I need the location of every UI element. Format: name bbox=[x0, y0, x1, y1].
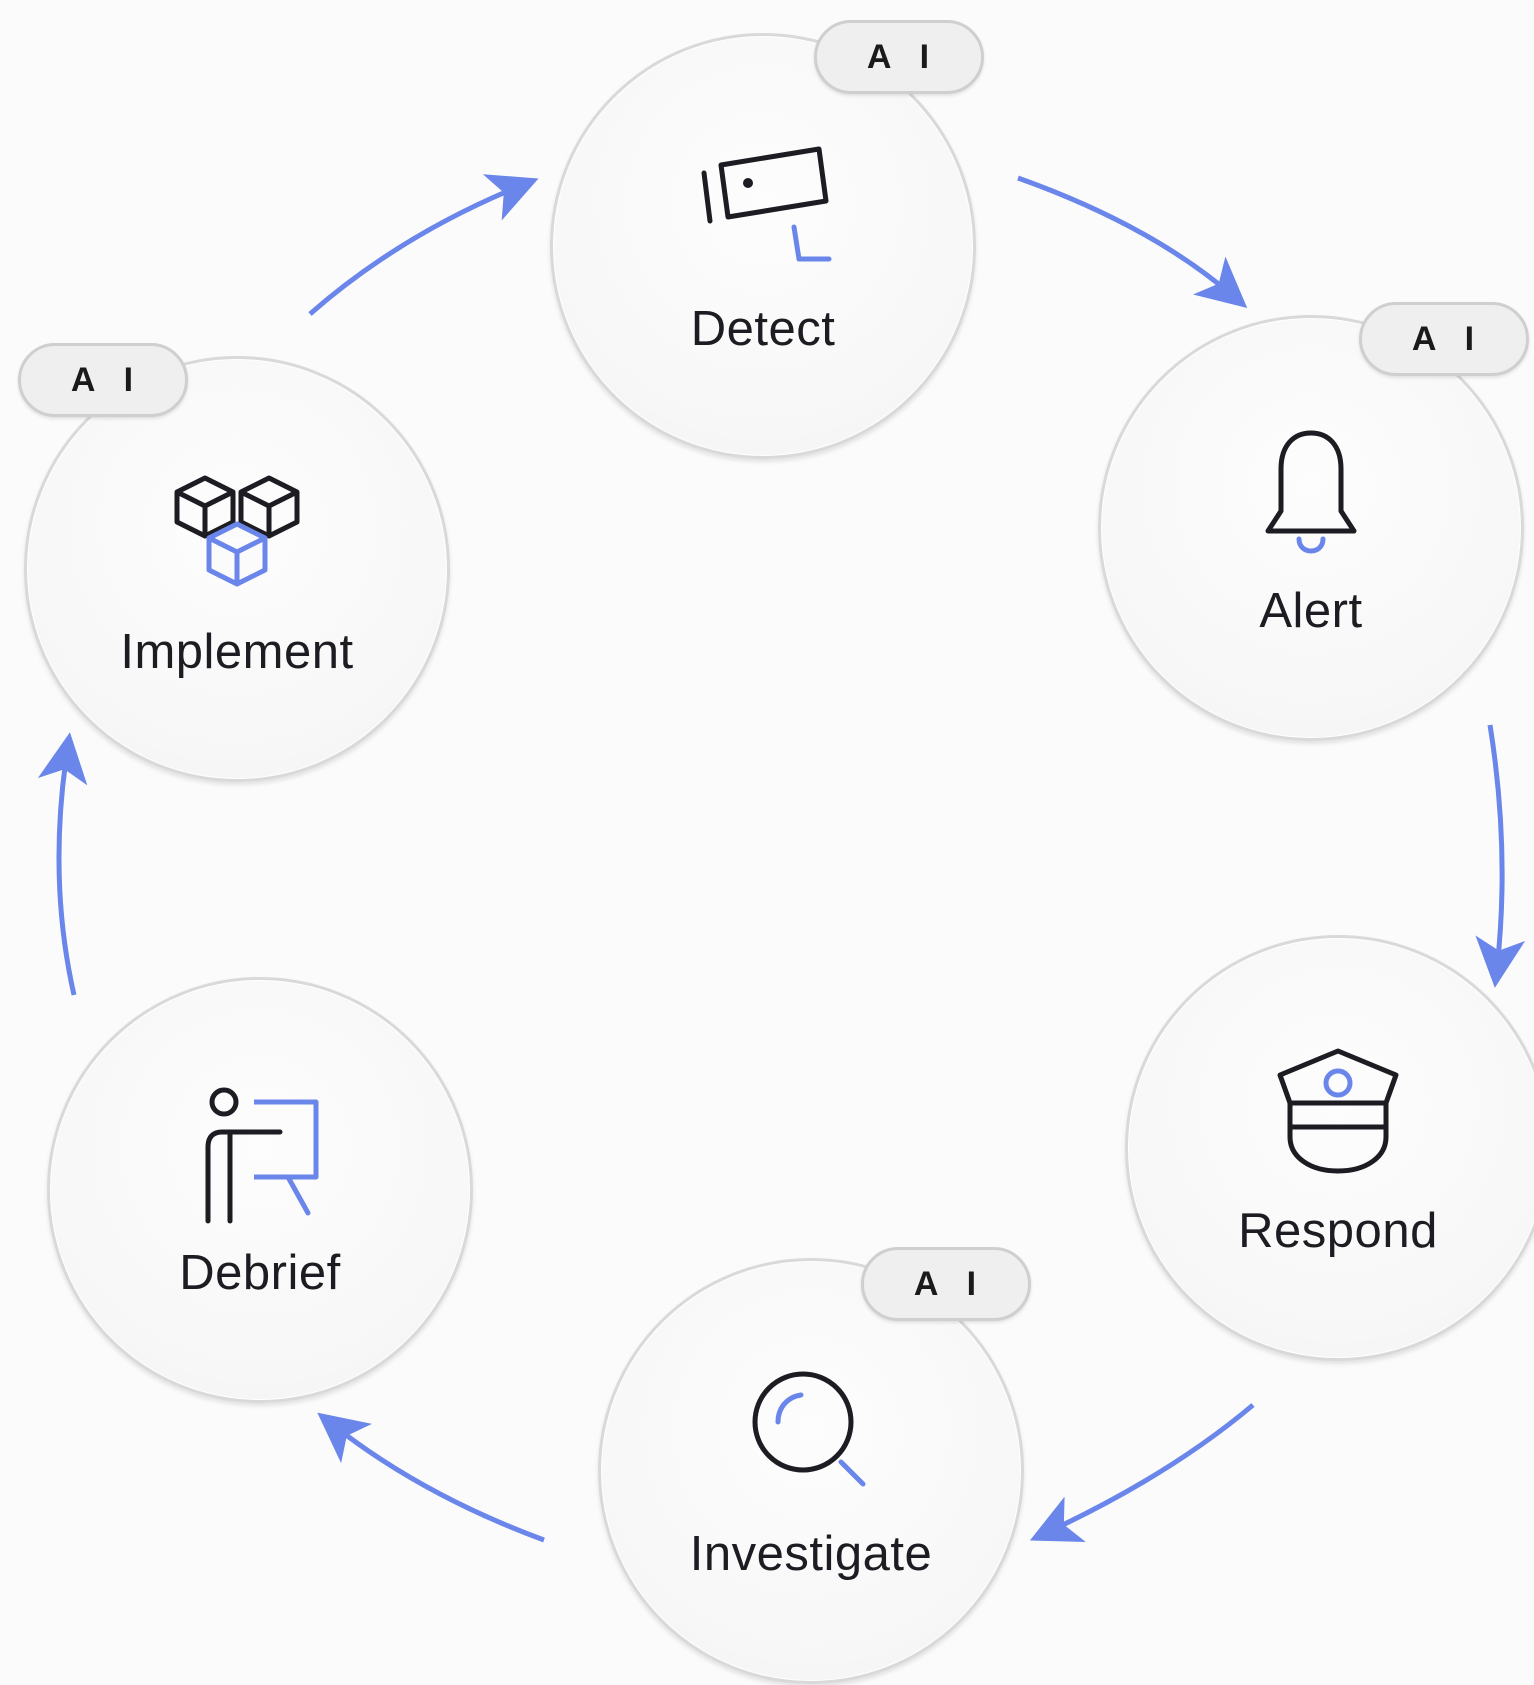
step-respond: Respond bbox=[1125, 935, 1534, 1361]
step-label: Detect bbox=[690, 302, 836, 356]
cubes-icon bbox=[157, 464, 317, 604]
arrow-investigate-to-debrief bbox=[317, 1412, 545, 1543]
presenter-icon bbox=[180, 1085, 340, 1225]
step-debrief: Debrief bbox=[47, 977, 473, 1403]
arrow-implement-to-detect bbox=[308, 174, 539, 316]
ai-badge: A I bbox=[861, 1247, 1031, 1321]
security-camera-icon bbox=[683, 141, 843, 281]
step-implement: Implement bbox=[24, 356, 450, 782]
ai-badge: A I bbox=[1359, 302, 1529, 376]
step-label: Debrief bbox=[179, 1246, 341, 1300]
step-alert: Alert bbox=[1098, 315, 1524, 741]
ai-badge: A I bbox=[814, 20, 984, 94]
step-label: Respond bbox=[1238, 1204, 1438, 1258]
officer-icon bbox=[1258, 1043, 1418, 1183]
arrow-alert-to-respond bbox=[1475, 724, 1526, 988]
ai-badge: A I bbox=[18, 343, 188, 417]
magnifier-icon bbox=[731, 1366, 891, 1506]
arrow-respond-to-investigate bbox=[1029, 1403, 1255, 1542]
step-label: Alert bbox=[1259, 584, 1363, 638]
step-label: Investigate bbox=[689, 1527, 933, 1581]
step-detect: Detect bbox=[550, 33, 976, 459]
arrow-detect-to-alert bbox=[1017, 175, 1248, 308]
arrow-debrief-to-implement bbox=[37, 732, 88, 996]
step-investigate: Investigate bbox=[598, 1258, 1024, 1684]
step-label: Implement bbox=[120, 625, 354, 679]
bell-icon bbox=[1231, 423, 1391, 563]
